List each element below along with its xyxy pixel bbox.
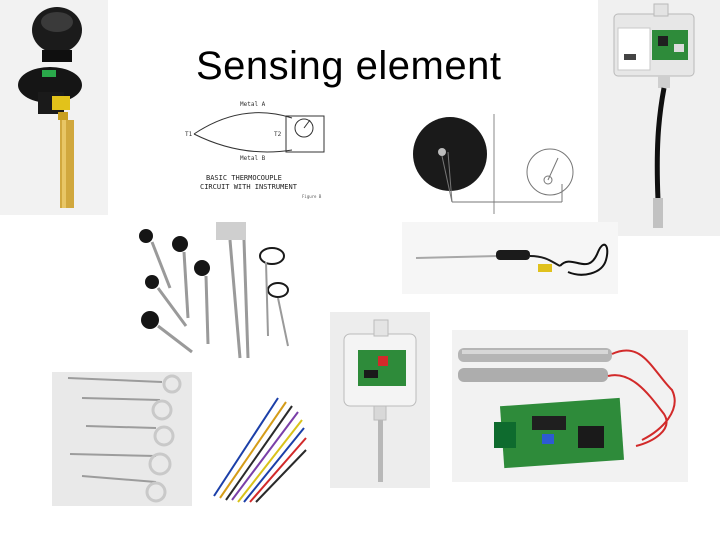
photo-needle-probe — [402, 222, 618, 294]
photo-pcb-enclosure — [330, 312, 430, 488]
photo-thermocouple-schematic — [412, 114, 600, 214]
slide-title: Sensing element — [196, 44, 502, 88]
diagram-t1-label: T1 — [185, 131, 193, 138]
diagram-caption-line1: BASIC THERMOCOUPLE — [206, 174, 282, 182]
photo-thermocouple-wires — [208, 392, 308, 504]
diagram-figure-ref: Figure B — [302, 194, 322, 199]
photo-assorted-probes — [132, 218, 304, 364]
diagram-caption-line2: CIRCUIT WITH INSTRUMENT — [200, 183, 298, 191]
diagram-metal-b-label: Metal B — [240, 155, 266, 162]
diagram-t2-label: T2 — [274, 131, 282, 138]
photo-coiled-probes — [52, 372, 192, 506]
photo-cartridge-probes-pcb — [452, 330, 688, 482]
photo-junction-box-sensor — [598, 0, 720, 236]
photo-thermocouple-head — [0, 0, 108, 215]
thermocouple-circuit-diagram: Metal A Metal B T1 T2 BASIC THERMOCOUPLE… — [182, 98, 332, 204]
diagram-metal-a-label: Metal A — [240, 101, 266, 108]
